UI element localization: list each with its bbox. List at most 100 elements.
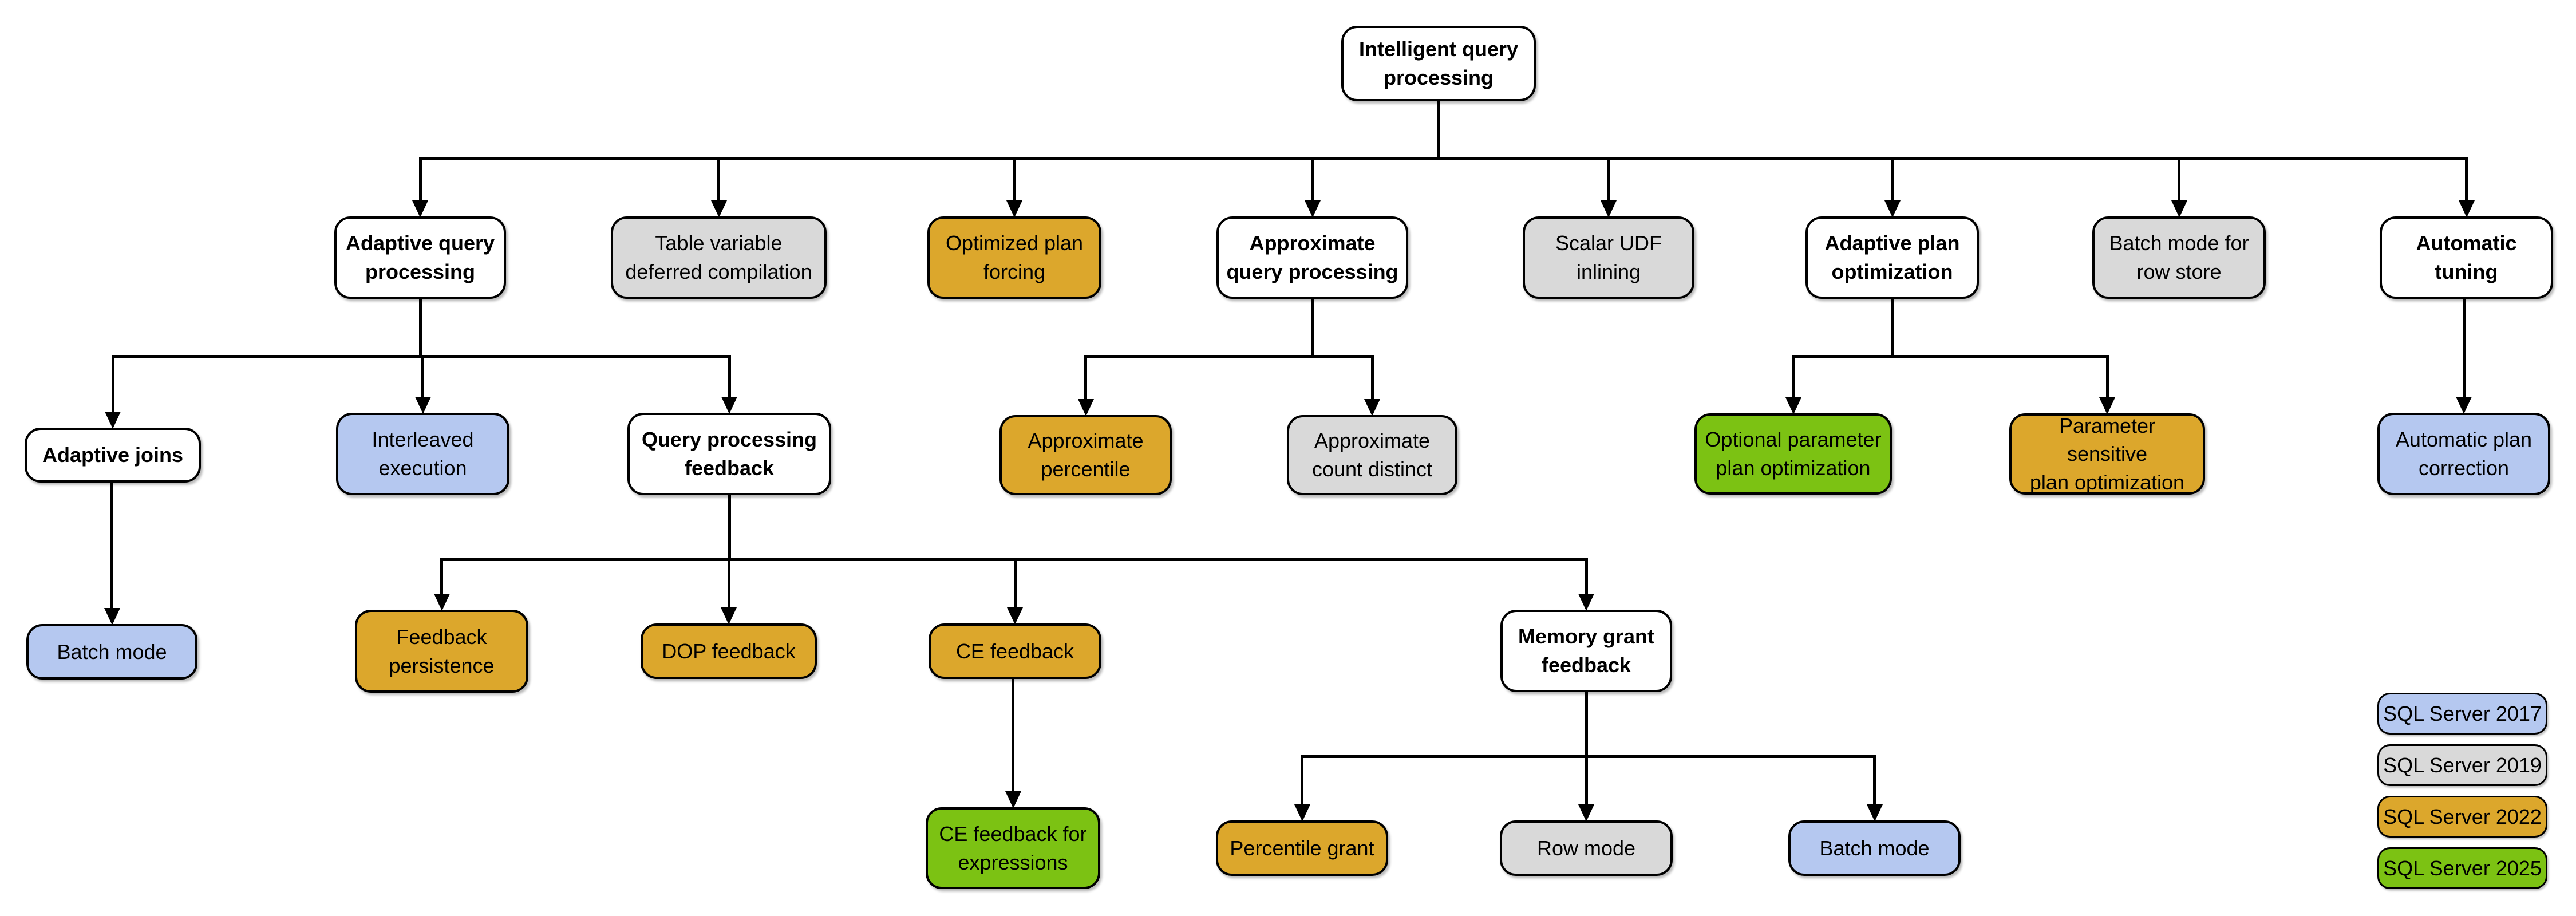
node-label: DOP feedback — [662, 639, 796, 663]
legend-item-sql-server-2017: SQL Server 2017 — [2377, 693, 2547, 735]
connector-line — [1873, 756, 1876, 806]
arrowhead-icon — [1601, 200, 1617, 218]
node-label: Interleaved execution — [372, 428, 474, 480]
connector-line — [418, 299, 422, 356]
arrowhead-icon — [1364, 399, 1380, 416]
node-automatic-plan-correction: Automatic plan correction — [2377, 413, 2550, 495]
connector-line — [1585, 559, 1588, 595]
connector-line — [1084, 354, 1374, 358]
connector-line — [1084, 356, 1087, 400]
connector-line — [2462, 299, 2466, 398]
connector-line — [1792, 354, 2109, 358]
connector-line — [2105, 356, 2109, 398]
node-label: Query processing feedback — [641, 428, 817, 480]
arrowhead-icon — [412, 200, 428, 218]
node-label: CE feedback for expressions — [939, 822, 1087, 874]
node-label: Adaptive joins — [42, 443, 184, 467]
node-label: Automatic plan correction — [2395, 428, 2532, 480]
arrowhead-icon — [2171, 200, 2187, 218]
connector-line — [717, 159, 720, 202]
node-ce-feedback-for-expressions: CE feedback for expressions — [926, 807, 1100, 889]
node-optimized-plan-forcing: Optimized plan forcing — [927, 216, 1101, 299]
node-approximate-query-processing: Approximate query processing — [1216, 216, 1408, 299]
arrowhead-icon — [1578, 804, 1594, 822]
connector-line — [1437, 101, 1440, 159]
legend-item-sql-server-2019: SQL Server 2019 — [2377, 744, 2547, 786]
node-label: Table variable deferred compilation — [625, 231, 812, 283]
connector-line — [1585, 756, 1588, 806]
node-approximate-count-distinct: Approximate count distinct — [1287, 415, 1457, 495]
node-label: Intelligent query processing — [1358, 37, 1519, 89]
arrowhead-icon — [1884, 200, 1901, 218]
arrowhead-icon — [105, 412, 121, 429]
node-label: Adaptive query processing — [345, 231, 495, 283]
legend-item-sql-server-2025: SQL Server 2025 — [2377, 847, 2547, 889]
arrowhead-icon — [1294, 804, 1310, 822]
connector-line — [1013, 159, 1016, 202]
connector-line — [1891, 159, 1894, 202]
connector-line — [1607, 159, 1610, 202]
node-adaptive-query-processing: Adaptive query processing — [334, 216, 506, 299]
connector-line — [111, 356, 114, 413]
connector-line — [110, 483, 113, 609]
node-optional-parameter-plan-optimization: Optional parameter plan optimization — [1694, 413, 1892, 495]
node-label: Batch mode — [1819, 836, 1930, 860]
connector-line — [1370, 356, 1374, 400]
arrowhead-icon — [2458, 200, 2475, 218]
arrowhead-icon — [2099, 397, 2115, 414]
node-scalar-udf-inlining: Scalar UDF inlining — [1523, 216, 1694, 299]
connector-line — [728, 495, 731, 559]
connector-line — [2465, 159, 2468, 202]
legend-label: SQL Server 2017 — [2383, 701, 2542, 725]
connector-line — [440, 559, 443, 595]
arrowhead-icon — [721, 397, 737, 414]
node-parameter-sensitive-plan-optimization: Parameter sensitive plan optimization — [2009, 413, 2205, 495]
connector-line — [1891, 299, 1894, 356]
node-adaptive-joins: Adaptive joins — [25, 428, 201, 483]
connector-line — [418, 159, 422, 202]
node-label: CE feedback — [955, 639, 1074, 663]
node-query-processing-feedback: Query processing feedback — [627, 413, 831, 495]
connector-line — [1301, 756, 1303, 806]
connector-line — [1013, 559, 1017, 609]
arrowhead-icon — [104, 608, 120, 625]
connector-line — [1311, 159, 1314, 202]
connector-line — [1792, 356, 1795, 398]
node-label: Parameter sensitive plan optimization — [2029, 413, 2185, 494]
arrowhead-icon — [1578, 594, 1594, 611]
arrowhead-icon — [1304, 200, 1321, 218]
node-label: Optional parameter plan optimization — [1705, 428, 1882, 480]
connector-line — [2178, 159, 2180, 202]
connector-line — [418, 157, 2468, 160]
node-label: Optimized plan forcing — [945, 231, 1084, 283]
node-label: Approximate query processing — [1226, 231, 1398, 283]
node-batch-mode-adaptive-joins: Batch mode — [26, 624, 197, 680]
node-row-mode: Row mode — [1500, 820, 1673, 876]
legend-label: SQL Server 2022 — [2383, 804, 2542, 828]
node-ce-feedback: CE feedback — [929, 623, 1101, 679]
node-feedback-persistence: Feedback persistence — [355, 610, 528, 693]
connector-line — [728, 356, 731, 398]
node-label: Percentile grant — [1230, 836, 1374, 860]
arrowhead-icon — [1005, 791, 1021, 808]
connector-line — [1311, 299, 1314, 356]
node-label: Scalar UDF inlining — [1555, 231, 1662, 283]
node-dop-feedback: DOP feedback — [641, 623, 817, 679]
arrowhead-icon — [2456, 397, 2472, 414]
connector-line — [1301, 755, 1876, 758]
arrowhead-icon — [1006, 200, 1022, 218]
node-label: Feedback persistence — [389, 625, 495, 677]
node-approximate-percentile: Approximate percentile — [999, 415, 1172, 495]
connector-line — [1585, 692, 1588, 756]
node-label: Batch mode for row store — [2109, 231, 2249, 283]
node-percentile-grant: Percentile grant — [1216, 820, 1388, 876]
arrowhead-icon — [1007, 607, 1023, 625]
arrowhead-icon — [1785, 397, 1801, 414]
node-label: Batch mode — [57, 639, 167, 664]
legend-label: SQL Server 2025 — [2383, 856, 2542, 880]
node-label: Approximate percentile — [1028, 429, 1144, 481]
node-label: Adaptive plan optimization — [1824, 231, 1960, 283]
arrowhead-icon — [721, 607, 737, 625]
connector-line — [1012, 679, 1014, 792]
